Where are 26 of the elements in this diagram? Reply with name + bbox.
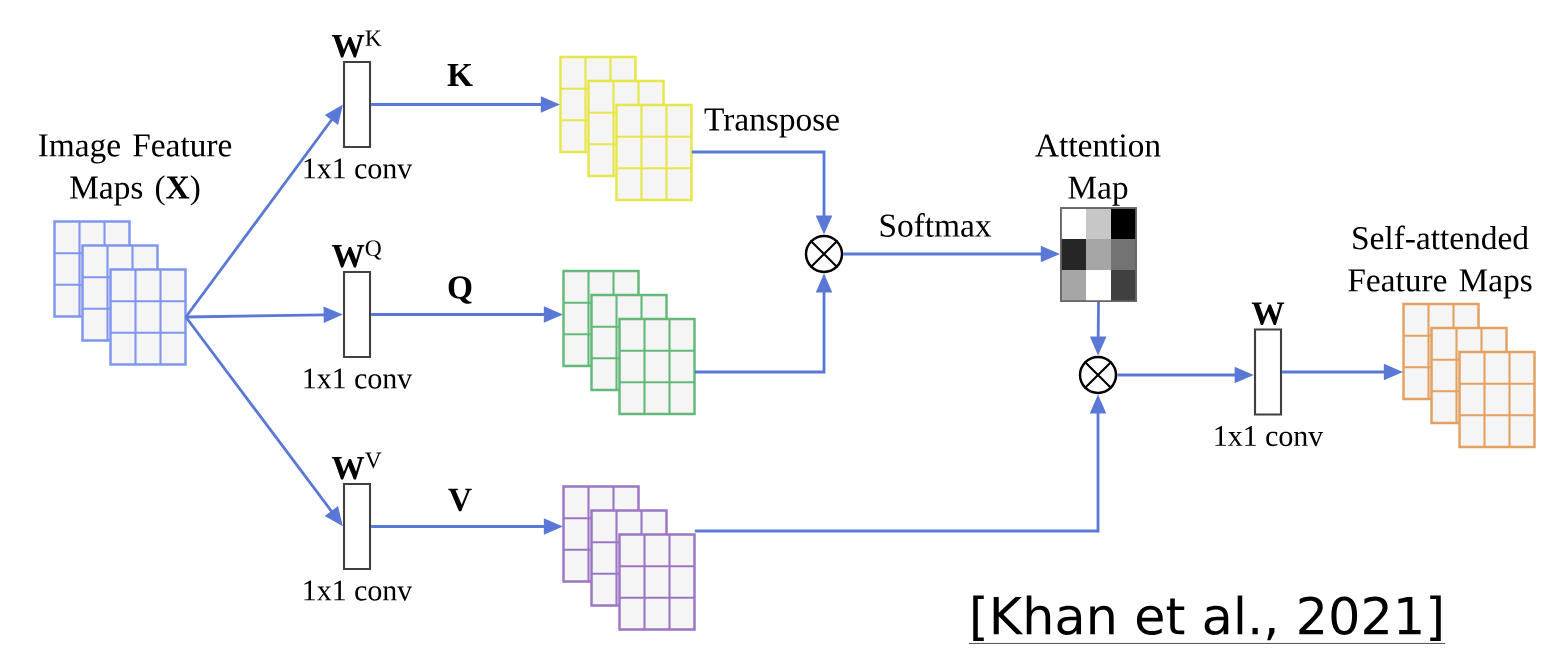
edge-label: V: [446, 487, 474, 513]
edge-label: Q: [445, 274, 475, 306]
node-label: W$^{K}$: [331, 30, 382, 58]
multiply-symbol: [804, 234, 844, 274]
conv-block: W$^{K}$ 1x1 conv: [304, 30, 413, 179]
edge-label: Transpose: [702, 106, 842, 140]
feature-map-stack: [562, 485, 696, 631]
conv-block: W$^{Q}$ 1x1 conv: [304, 240, 413, 389]
node-label: 1x1 conv: [1215, 426, 1324, 447]
node-label: 1x1 conv: [304, 580, 413, 601]
feature-map-stack: [559, 55, 693, 202]
node-label: 1x1 conv: [304, 368, 413, 389]
multiply-symbol: [1078, 355, 1118, 395]
node-heading: Image Feature Maps (X): [38, 134, 232, 206]
edge-label: K: [445, 62, 475, 88]
node-label: W$^{Q}$: [331, 240, 382, 268]
node-heading: Attention Map: [1035, 134, 1161, 206]
citation: [Khan et al., 2021]: [968, 595, 1446, 644]
node-heading: Self-attended Feature Maps: [1348, 225, 1532, 299]
feature-map-stack: [562, 269, 696, 416]
edge-label: Softmax: [876, 211, 994, 239]
conv-block: W$^{V}$ 1x1 conv: [304, 452, 413, 601]
node-label: W: [1251, 302, 1285, 325]
conv-block: W 1x1 conv: [1215, 302, 1324, 447]
node-label: W$^{V}$: [331, 452, 382, 480]
node-label: 1x1 conv: [304, 158, 413, 179]
